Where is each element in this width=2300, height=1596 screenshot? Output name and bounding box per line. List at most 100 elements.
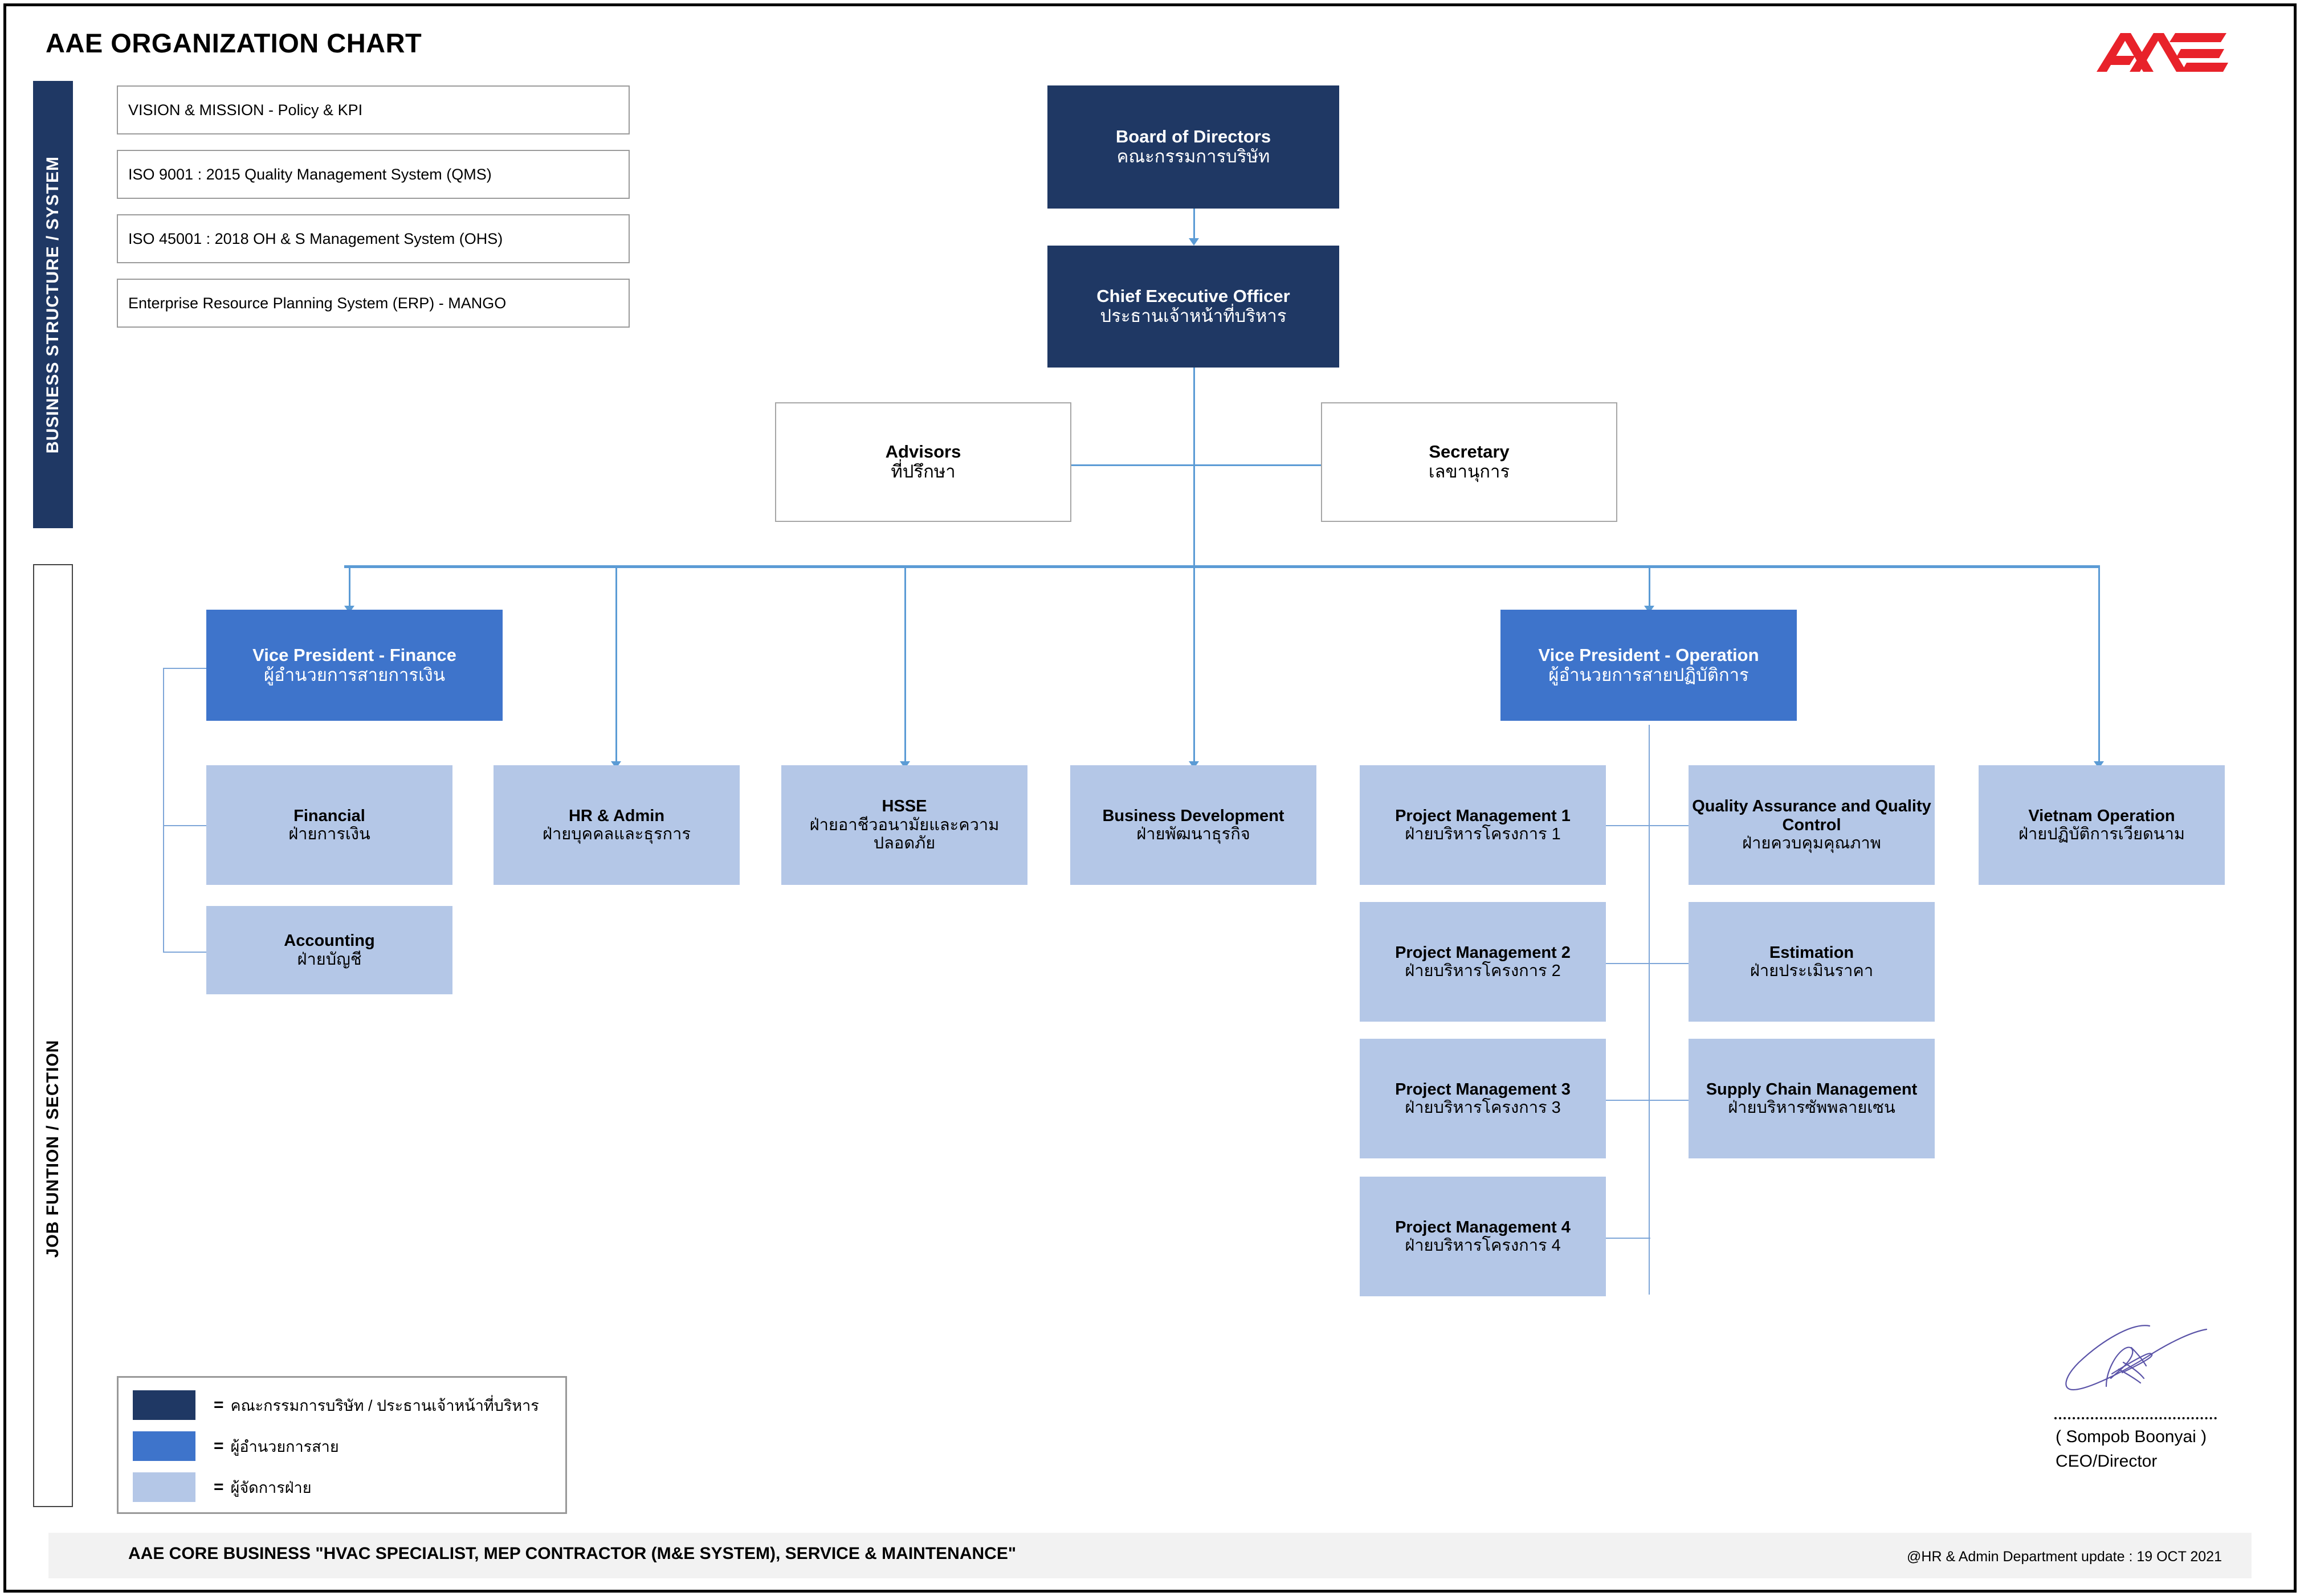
arrow-board-ceo-icon [1189,238,1199,246]
legend-row-manager: = ผู้จัดการฝ่าย [133,1472,312,1502]
legend-eq-board: = [214,1395,224,1414]
connector-pm2-estimation-row [1606,963,1731,964]
signature-role: CEO/Director [2056,1452,2158,1471]
node-ceo-en: Chief Executive Officer [1096,286,1290,307]
legend-row-vp: = ผู้อำนวยการสาย [133,1431,339,1461]
node-quality-assurance-quality-control[interactable]: Quality Assurance and Quality Control ฝ่… [1689,765,1935,885]
node-estimation-en: Estimation [1769,943,1854,962]
node-supply-chain-management[interactable]: Supply Chain Management ฝ่ายบริหารซัพพลา… [1689,1039,1935,1158]
system-box-erp: Enterprise Resource Planning System (ERP… [117,279,630,328]
legend-label-board: คณะกรรมการบริษัท / ประธานเจ้าหน้าที่บริห… [230,1397,539,1414]
node-chief-executive-officer[interactable]: Chief Executive Officer ประธานเจ้าหน้าที… [1047,246,1339,368]
connector-main-bus [344,565,2099,568]
node-pm2-en: Project Management 2 [1395,943,1571,962]
node-vp-finance-th: ผู้อำนวยการสายการเงิน [263,664,446,685]
connector-bus-hsse [904,565,906,764]
node-project-management-2[interactable]: Project Management 2 ฝ่ายบริหารโครงการ 2 [1360,902,1606,1022]
connector-pm3-scm-row [1606,1100,1731,1101]
legend-swatch-manager [133,1472,195,1502]
node-secretary-th: เลขานุการ [1428,462,1510,481]
connector-vp-finance-bracket-vertical [163,668,164,953]
legend-eq-manager: = [214,1477,224,1496]
band-business-structure: BUSINESS STRUCTURE / SYSTEM [33,81,73,528]
system-box-iso45001: ISO 45001 : 2018 OH & S Management Syste… [117,214,630,263]
node-advisors[interactable]: Advisors ที่ปรึกษา [775,402,1071,522]
connector-pm1-qaqc-row [1606,825,1731,826]
node-vietnam-en: Vietnam Operation [2028,806,2175,825]
connector-financial-stub [163,825,206,826]
node-project-management-4[interactable]: Project Management 4 ฝ่ายบริหารโครงการ 4 [1360,1177,1606,1296]
node-accounting-th: ฝ่ายบัญชี [297,950,362,969]
node-bizdev-th: ฝ่ายพัฒนาธุรกิจ [1136,825,1250,843]
node-advisors-th: ที่ปรึกษา [891,462,956,481]
connector-vp-operation-spine [1649,725,1650,1295]
page-border [3,3,2297,1593]
connector-bus-vp-operation [1649,565,1650,608]
node-financial[interactable]: Financial ฝ่ายการเงิน [206,765,452,885]
connector-board-ceo [1193,209,1195,242]
node-vice-president-finance[interactable]: Vice President - Finance ผู้อำนวยการสายก… [206,610,503,721]
connector-pm4-row [1606,1238,1650,1239]
node-board-of-directors-en: Board of Directors [1115,126,1271,147]
node-vp-operation-th: ผู้อำนวยการสายปฏิบัติการ [1548,664,1749,685]
node-qa-qc-en: Quality Assurance and Quality Control [1692,797,1931,834]
node-vp-finance-en: Vice President - Finance [252,644,456,665]
page-title: AAE ORGANIZATION CHART [46,28,422,58]
signature-name: ( Sompob Boonyai ) [2056,1427,2207,1446]
node-qa-qc-th: ฝ่ายควบคุมคุณภาพ [1742,834,1881,853]
node-estimation[interactable]: Estimation ฝ่ายประเมินราคา [1689,902,1935,1022]
node-pm1-th: ฝ่ายบริหารโครงการ 1 [1405,825,1561,843]
connector-bus-hr-admin [615,565,617,764]
legend-swatch-vp [133,1431,195,1461]
system-box-iso9001: ISO 9001 : 2015 Quality Management Syste… [117,150,630,199]
node-advisors-en: Advisors [885,442,961,462]
node-project-management-3[interactable]: Project Management 3 ฝ่ายบริหารโครงการ 3 [1360,1039,1606,1158]
node-accounting[interactable]: Accounting ฝ่ายบัญชี [206,906,452,994]
connector-bus-bizdev [1193,565,1195,764]
node-secretary[interactable]: Secretary เลขานุการ [1321,402,1617,522]
node-hsse-en: HSSE [882,797,927,816]
node-vp-operation-en: Vice President - Operation [1538,644,1759,665]
footer-update-note: @HR & Admin Department update : 19 OCT 2… [1907,1549,2222,1565]
node-hsse-th: ฝ่ายอาชีวอนามัยและความปลอดภัย [809,815,1000,853]
node-project-management-1[interactable]: Project Management 1 ฝ่ายบริหารโครงการ 1 [1360,765,1606,885]
connector-accounting-stub [163,952,206,953]
node-hr-admin[interactable]: HR & Admin ฝ่ายบุคคลและธุรการ [494,765,740,885]
node-hr-admin-th: ฝ่ายบุคคลและธุรการ [543,825,691,843]
node-accounting-en: Accounting [284,932,375,950]
node-vietnam-operation[interactable]: Vietnam Operation ฝ่ายปฏิบัติการเวียดนาม [1979,765,2225,885]
connector-vp-finance-bracket-top [163,668,206,669]
node-secretary-en: Secretary [1429,442,1510,462]
band-job-function-label: JOB FUNTION / SECTION [43,1039,62,1258]
node-scm-en: Supply Chain Management [1706,1080,1918,1099]
system-box-vision-mission: VISION & MISSION - Policy & KPI [117,85,630,134]
node-pm3-en: Project Management 3 [1395,1080,1571,1099]
node-business-development[interactable]: Business Development ฝ่ายพัฒนาธุรกิจ [1070,765,1316,885]
node-scm-th: ฝ่ายบริหารซัพพลายเซน [1728,1099,1895,1117]
node-pm4-th: ฝ่ายบริหารโครงการ 4 [1405,1236,1561,1255]
legend-label-vp: ผู้อำนวยการสาย [230,1438,339,1455]
connector-bus-vp-finance [349,565,350,608]
signature-dotted-line [2054,1417,2217,1419]
connector-advisors-secretary [1071,464,1373,466]
node-vietnam-th: ฝ่ายปฏิบัติการเวียดนาม [2018,825,2185,843]
node-financial-th: ฝ่ายการเงิน [288,825,370,843]
legend-swatch-board [133,1390,195,1420]
node-board-of-directors-th: คณะกรรมการบริษัท [1116,146,1270,166]
legend: = คณะกรรมการบริษัท / ประธานเจ้าหน้าที่บร… [117,1376,567,1514]
footer-bar: AAE CORE BUSINESS "HVAC SPECIALIST, MEP … [48,1533,2252,1578]
legend-eq-vp: = [214,1436,224,1455]
node-pm1-en: Project Management 1 [1395,806,1571,825]
node-estimation-th: ฝ่ายประเมินราคา [1750,962,1874,980]
connector-bus-vietnam [2098,565,2100,764]
node-board-of-directors[interactable]: Board of Directors คณะกรรมการบริษัท [1047,85,1339,209]
node-pm4-en: Project Management 4 [1395,1218,1571,1236]
footer-core-business: AAE CORE BUSINESS "HVAC SPECIALIST, MEP … [128,1544,1017,1563]
node-hsse[interactable]: HSSE ฝ่ายอาชีวอนามัยและความปลอดภัย [781,765,1027,885]
band-business-structure-label: BUSINESS STRUCTURE / SYSTEM [43,156,62,454]
legend-label-manager: ผู้จัดการฝ่าย [230,1479,312,1496]
legend-row-board: = คณะกรรมการบริษัท / ประธานเจ้าหน้าที่บร… [133,1390,539,1420]
node-vice-president-operation[interactable]: Vice President - Operation ผู้อำนวยการสา… [1500,610,1797,721]
aae-logo-icon [2097,33,2228,72]
